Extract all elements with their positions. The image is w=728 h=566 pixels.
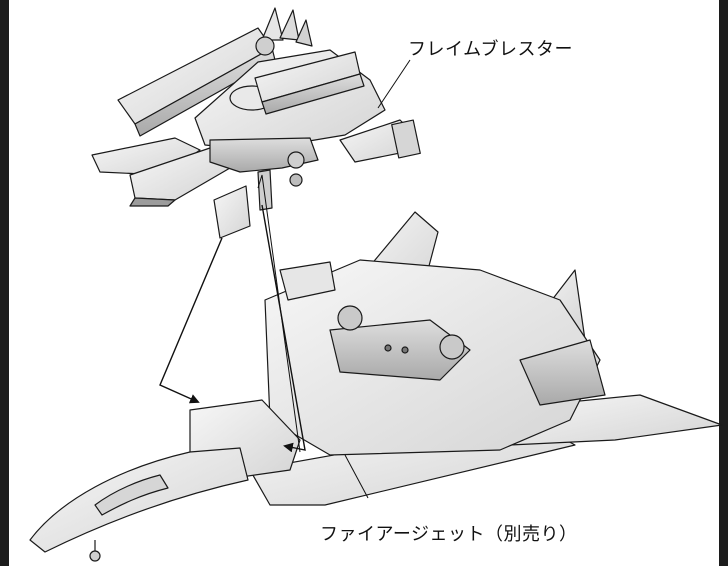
bottom-part-label: ファイアージェット（別売り） <box>320 524 578 545</box>
guide-line-connector <box>257 174 301 453</box>
bottom-callout-leader <box>344 454 369 499</box>
right-edge-bar <box>719 0 728 566</box>
top-callout-leader <box>377 59 411 109</box>
left-guide-arrow <box>159 237 223 404</box>
callout-leaders <box>344 59 411 499</box>
top-part-label: フレイムブレスター <box>408 39 574 60</box>
left-edge-bar <box>0 0 9 566</box>
flame-blaster-part <box>91 7 421 239</box>
fire-jet-part <box>29 211 723 562</box>
assembly-guides <box>159 174 306 453</box>
right-guide-arrow <box>261 204 306 453</box>
